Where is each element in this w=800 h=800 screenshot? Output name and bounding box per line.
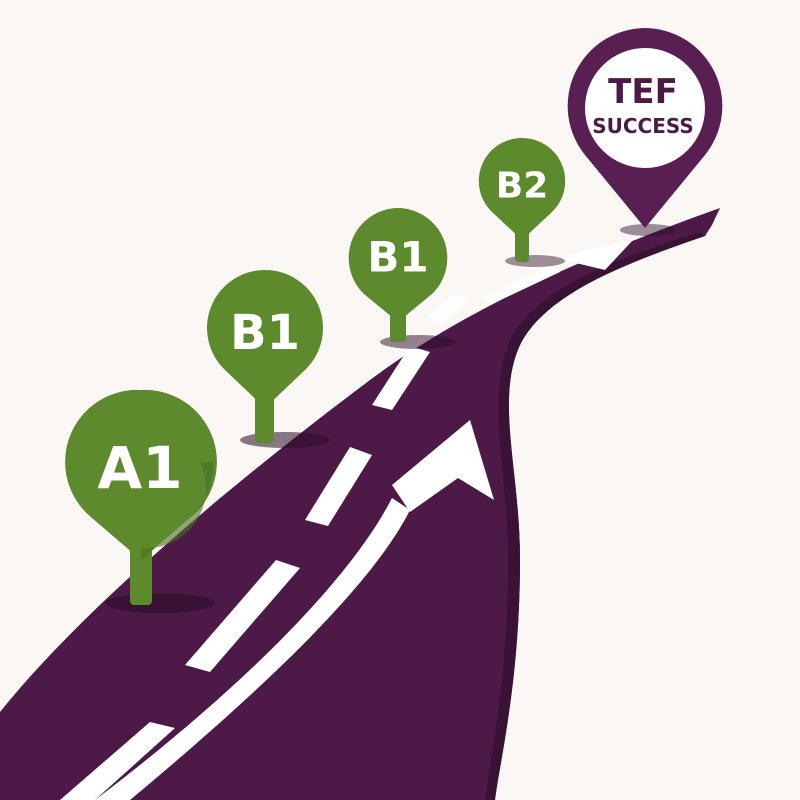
milestone-label: B1 xyxy=(230,305,300,361)
lane-dash xyxy=(425,294,470,323)
direction-arrows xyxy=(95,240,633,800)
lane-markings xyxy=(60,265,560,800)
goal-title: TEF xyxy=(608,72,678,112)
pin-head xyxy=(206,270,323,408)
milestone-label: B2 xyxy=(496,166,549,207)
pin-head xyxy=(65,389,217,560)
road-surface xyxy=(0,208,720,800)
big-arrow-head xyxy=(392,420,494,512)
lane-dash xyxy=(305,447,372,526)
lane-dash xyxy=(60,722,175,800)
pin-head xyxy=(478,137,566,240)
road xyxy=(0,208,720,800)
goal-pin-tef-success: TEF SUCCESS xyxy=(567,28,723,236)
lane-dash xyxy=(185,560,300,672)
milestone-pin-b1-first: B1 xyxy=(206,270,323,443)
goal-pin-face xyxy=(585,48,705,168)
lane-dash xyxy=(482,265,560,304)
milestone-pin-b2: B2 xyxy=(478,137,566,262)
milestone-label: B1 xyxy=(367,233,428,282)
lane-dash xyxy=(372,346,430,410)
goal-subtitle: SUCCESS xyxy=(592,114,694,138)
pin-head xyxy=(348,208,448,322)
small-arrow-head xyxy=(555,240,633,270)
big-arrow xyxy=(95,498,410,800)
milestone-pin-b1-second: B1 xyxy=(348,208,448,342)
milestone-pin-a1: A1 xyxy=(65,389,217,605)
milestone-label: A1 xyxy=(97,434,182,502)
